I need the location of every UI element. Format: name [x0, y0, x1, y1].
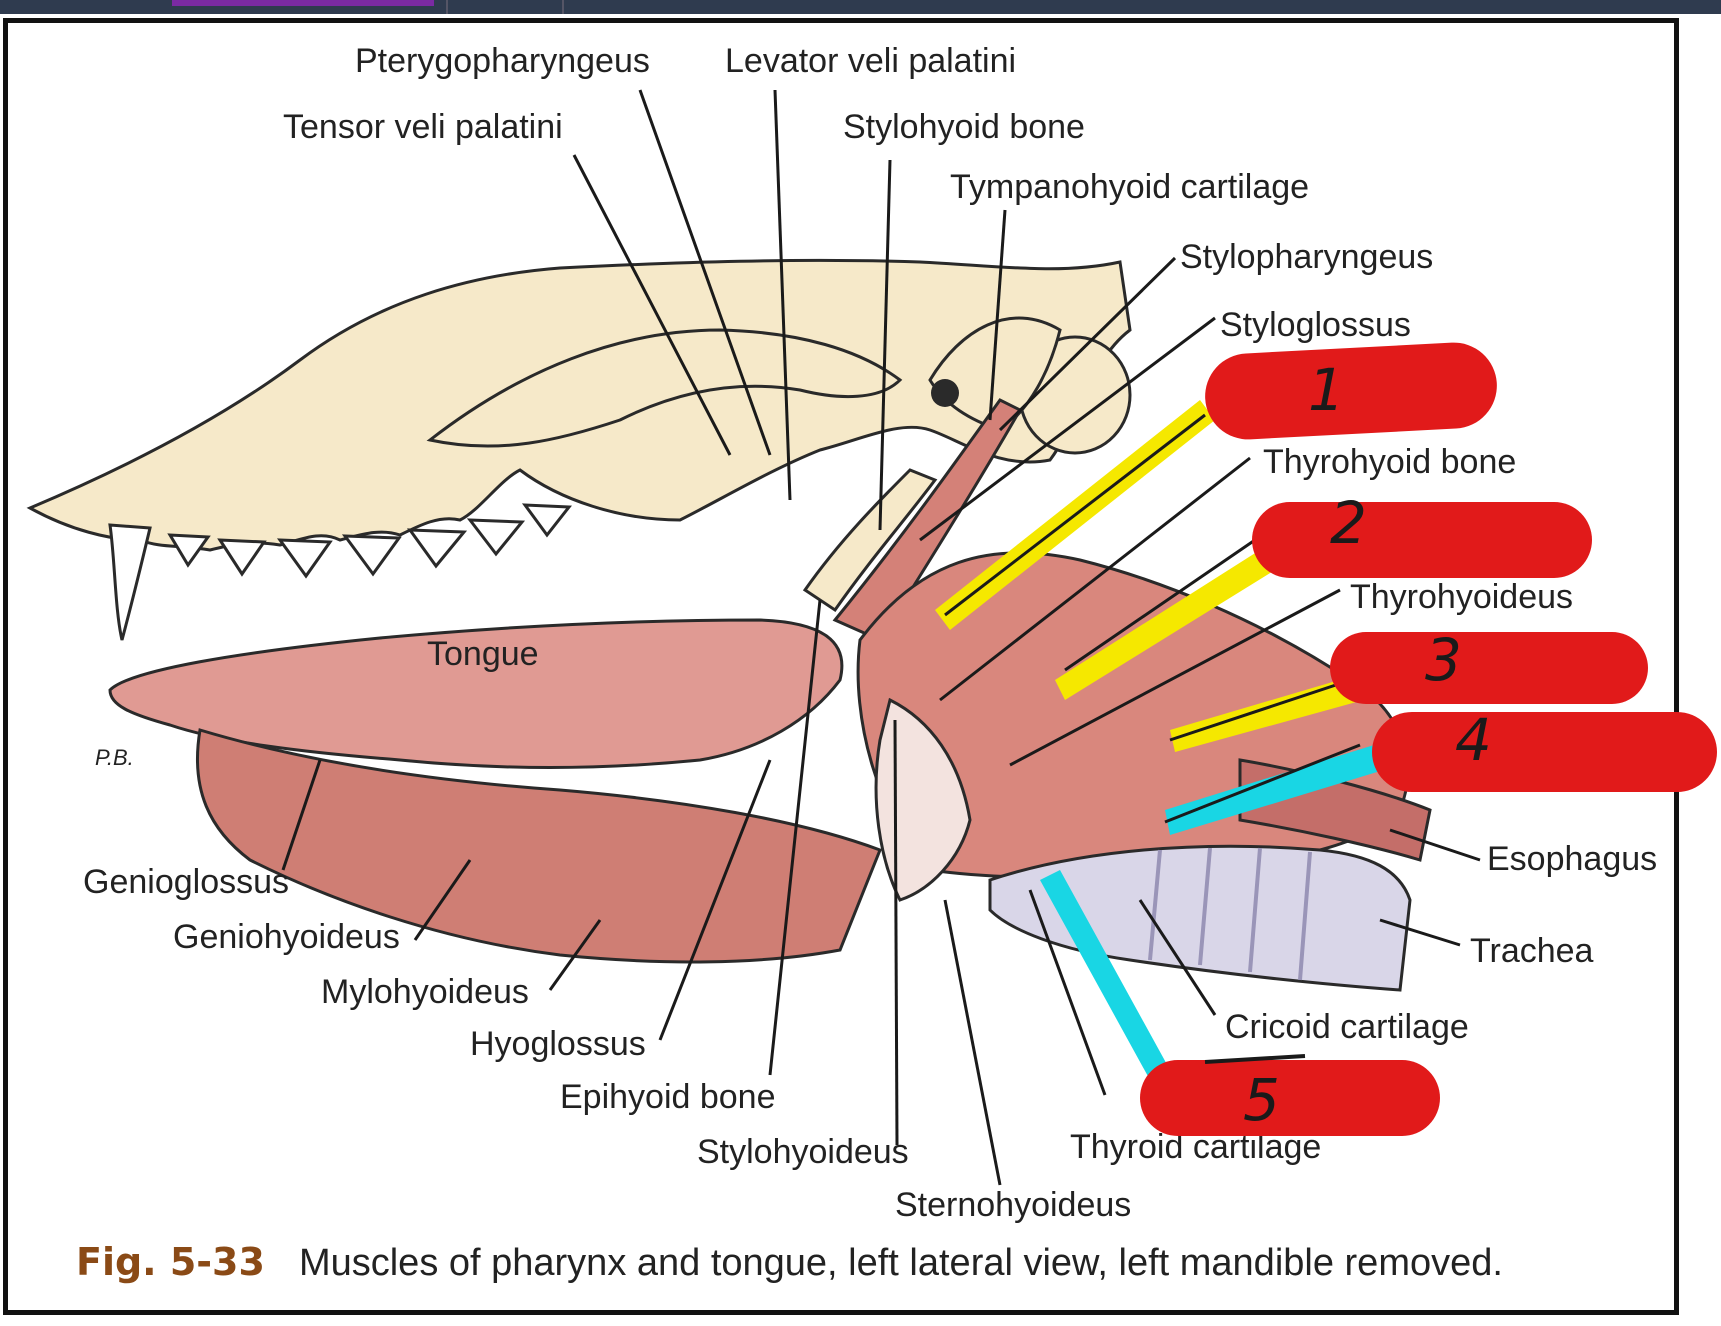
caption-text: Muscles of pharynx and tongue, left late…	[298, 1242, 1503, 1284]
label-geniohyoideus: Geniohyoideus	[173, 918, 400, 956]
label-stylohyoid-bone: Stylohyoid bone	[843, 108, 1085, 146]
label-esophagus: Esophagus	[1487, 840, 1657, 878]
label-epihyoid-bone: Epihyoid bone	[560, 1078, 776, 1116]
active-tab-indicator[interactable]	[172, 0, 434, 6]
redaction-3	[1330, 632, 1648, 704]
figure-caption: Fig. 5-33 Muscles of pharynx and tongue, …	[76, 1240, 1503, 1285]
label-tongue: Tongue	[427, 635, 539, 673]
redaction-number-1: 1	[1308, 356, 1345, 424]
redaction-4	[1372, 712, 1717, 792]
label-stylopharyngeus: Stylopharyngeus	[1180, 238, 1433, 276]
label-cricoid-cartilage: Cricoid cartilage	[1225, 1008, 1469, 1046]
redaction-number-2: 2	[1330, 489, 1367, 557]
redaction-1	[1205, 342, 1497, 440]
label-stylohyoideus: Stylohyoideus	[697, 1133, 909, 1171]
label-hyoglossus: Hyoglossus	[470, 1025, 646, 1063]
leader-lines	[281, 89, 1481, 1186]
redaction-5	[1140, 1060, 1440, 1136]
artist-initials: P.B.	[95, 745, 134, 770]
label-genioglossus: Genioglossus	[83, 863, 289, 901]
zygomatic-arch	[426, 328, 903, 448]
redaction-number-3: 3	[1425, 626, 1462, 694]
epihyoid-bone	[802, 468, 938, 613]
tab-divider	[562, 0, 564, 14]
top-toolbar	[0, 0, 1721, 14]
redaction-marks: 1 2 3 4 5	[1140, 342, 1717, 1136]
label-pterygopharyngeus: Pterygopharyngeus	[355, 42, 650, 80]
floor-muscles	[195, 728, 882, 964]
label-thyrohyoideus: Thyrohyoideus	[1350, 578, 1573, 616]
upper-teeth	[108, 503, 572, 641]
thyroid-cartilage	[874, 697, 972, 902]
label-thyrohyoid-bone: Thyrohyoid bone	[1263, 443, 1516, 481]
trachea	[988, 844, 1412, 992]
redaction-2	[1252, 502, 1592, 578]
label-trachea: Trachea	[1470, 932, 1594, 970]
label-sternohyoideus: Sternohyoideus	[895, 1186, 1131, 1224]
label-levator-veli-palatini: Levator veli palatini	[725, 42, 1016, 80]
redaction-number-5: 5	[1243, 1066, 1280, 1134]
label-mylohyoideus: Mylohyoideus	[321, 973, 529, 1011]
redaction-number-4: 4	[1455, 706, 1492, 774]
label-tensor-veli-palatini: Tensor veli palatini	[283, 108, 563, 146]
label-tympanohyoid-cartilage: Tympanohyoid cartilage	[950, 168, 1309, 206]
label-styloglossus: Styloglossus	[1220, 306, 1411, 344]
structure-labels: Pterygopharyngeus Levator veli palatini …	[83, 42, 1657, 1224]
ear-opening	[931, 379, 959, 407]
figure-number: Fig. 5-33	[76, 1240, 265, 1284]
tab-divider	[446, 0, 448, 14]
trachea-rings	[1148, 847, 1312, 981]
